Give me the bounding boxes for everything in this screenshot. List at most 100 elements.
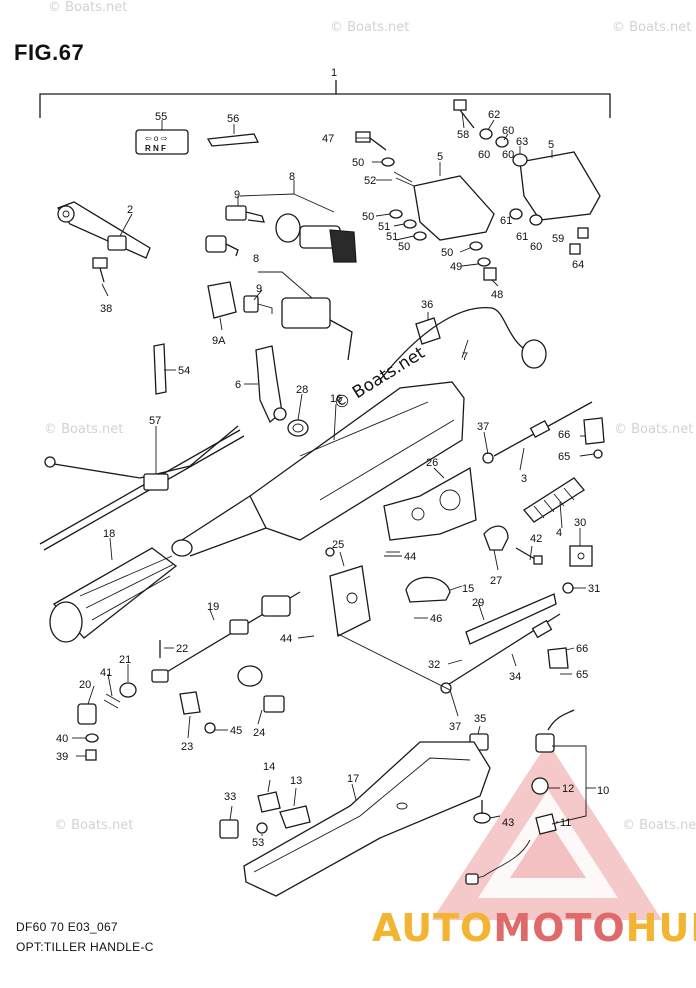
callout-38: 38: [100, 303, 112, 315]
bushing-part: [287, 419, 309, 437]
lower-bracket-part: [243, 741, 491, 897]
shift-plate-letters: R N F: [145, 144, 166, 153]
callout-40: 40: [56, 733, 68, 745]
washer-part: [562, 582, 574, 594]
callout-8b: 8: [253, 253, 259, 265]
callout-43: 43: [502, 817, 514, 829]
callout-65a: 65: [558, 451, 570, 463]
callout-2: 2: [127, 204, 133, 216]
callout-50c: 50: [398, 241, 410, 253]
callout-13: 13: [290, 775, 302, 787]
callout-44a: 44: [404, 551, 416, 563]
callout-60c: 60: [502, 149, 514, 161]
callout-33: 33: [224, 791, 236, 803]
wiring-harness-part: [379, 306, 547, 381]
callout-34: 34: [509, 671, 521, 683]
adjuster-parts: [77, 682, 137, 725]
shift-cable-part: [440, 613, 569, 694]
callout-30: 30: [574, 517, 586, 529]
bracket-part: [465, 593, 557, 645]
callout-63: 63: [516, 136, 528, 148]
callout-59: 59: [552, 233, 564, 245]
callout-37b: 37: [449, 721, 461, 733]
stop-switch-lanyard-part: [465, 709, 575, 885]
callout-66a: 66: [558, 429, 570, 441]
brand-part-moto: MOTO: [493, 906, 626, 950]
cable-bracket-part: [583, 417, 605, 459]
callout-61b: 61: [516, 231, 528, 243]
switch-bracket-part: [325, 547, 371, 637]
callout-36: 36: [421, 299, 433, 311]
watermark: © Boats.net: [54, 818, 134, 833]
plate-part: [569, 545, 593, 567]
callout-44b: 44: [280, 633, 292, 645]
callout-39: 39: [56, 751, 68, 763]
link-rod-part: [151, 591, 301, 683]
watermark: © Boats.net: [622, 818, 696, 833]
callout-37a: 37: [477, 421, 489, 433]
callout-58: 58: [457, 129, 469, 141]
callout-48: 48: [491, 289, 503, 301]
callout-3: 3: [521, 473, 527, 485]
harness-clip-parts: [219, 791, 311, 839]
tiller-housing-part: [171, 381, 465, 557]
watermark: © Boats.net: [614, 422, 694, 437]
callout-45: 45: [230, 725, 242, 737]
callout-10: 10: [597, 785, 609, 797]
callout-19: 19: [207, 601, 219, 613]
callout-32: 32: [428, 659, 440, 671]
callout-56: 56: [227, 113, 239, 125]
cap-part: [405, 576, 451, 603]
callout-17: 17: [347, 773, 359, 785]
callout-8a: 8: [289, 171, 295, 183]
callout-9b: 9: [256, 283, 262, 295]
watermark: © Boats.net: [612, 20, 692, 35]
callout-51a: 51: [378, 221, 390, 233]
callout-60d: 60: [530, 241, 542, 253]
watermark: © Boats.net: [48, 0, 128, 15]
key-switch-part: [205, 205, 357, 263]
callout-26: 26: [426, 457, 438, 469]
callout-64: 64: [572, 259, 584, 271]
callout-12: 12: [562, 783, 574, 795]
callout-42: 42: [530, 533, 542, 545]
callout-5b: 5: [548, 139, 554, 151]
callout-16: 16: [330, 393, 342, 405]
brand-logo-text: AUTOMOTOHUB: [372, 906, 696, 950]
cable-clamp-part: [179, 691, 216, 734]
clip-part: [153, 343, 167, 395]
figure-title: FIG.67: [14, 40, 85, 65]
screw-part: [85, 733, 99, 761]
callout-9a: 9: [234, 189, 240, 201]
callout-23: 23: [181, 741, 193, 753]
callout-62: 62: [488, 109, 500, 121]
bolt-part: [473, 800, 491, 824]
callout-7: 7: [462, 351, 468, 363]
callout-25: 25: [332, 539, 344, 551]
callout-46: 46: [430, 613, 442, 625]
callout-11: 11: [560, 817, 571, 829]
bolt-part: [92, 257, 108, 283]
brand-part-auto: AUTO: [372, 906, 494, 950]
callout-66b: 66: [576, 643, 588, 655]
callout-41: 41: [100, 667, 112, 679]
callout-22: 22: [176, 643, 188, 655]
callout-6: 6: [235, 379, 241, 391]
throttle-bracket-part: [383, 466, 477, 541]
grip-lever-part: [255, 345, 287, 424]
handle-grip-part: [49, 547, 178, 643]
throttle-cable-part: [482, 401, 593, 464]
callout-52: 52: [364, 175, 376, 187]
callout-20: 20: [79, 679, 91, 691]
rubber-boot-part: [483, 525, 509, 551]
callout-54: 54: [178, 365, 190, 377]
callout-29: 29: [472, 597, 484, 609]
shift-lever-part: [56, 201, 151, 259]
callout-18: 18: [103, 528, 115, 540]
callout-50d: 50: [441, 247, 453, 259]
callout-4: 4: [556, 527, 562, 539]
stop-switch-part: [207, 281, 353, 361]
callout-24: 24: [253, 727, 265, 739]
